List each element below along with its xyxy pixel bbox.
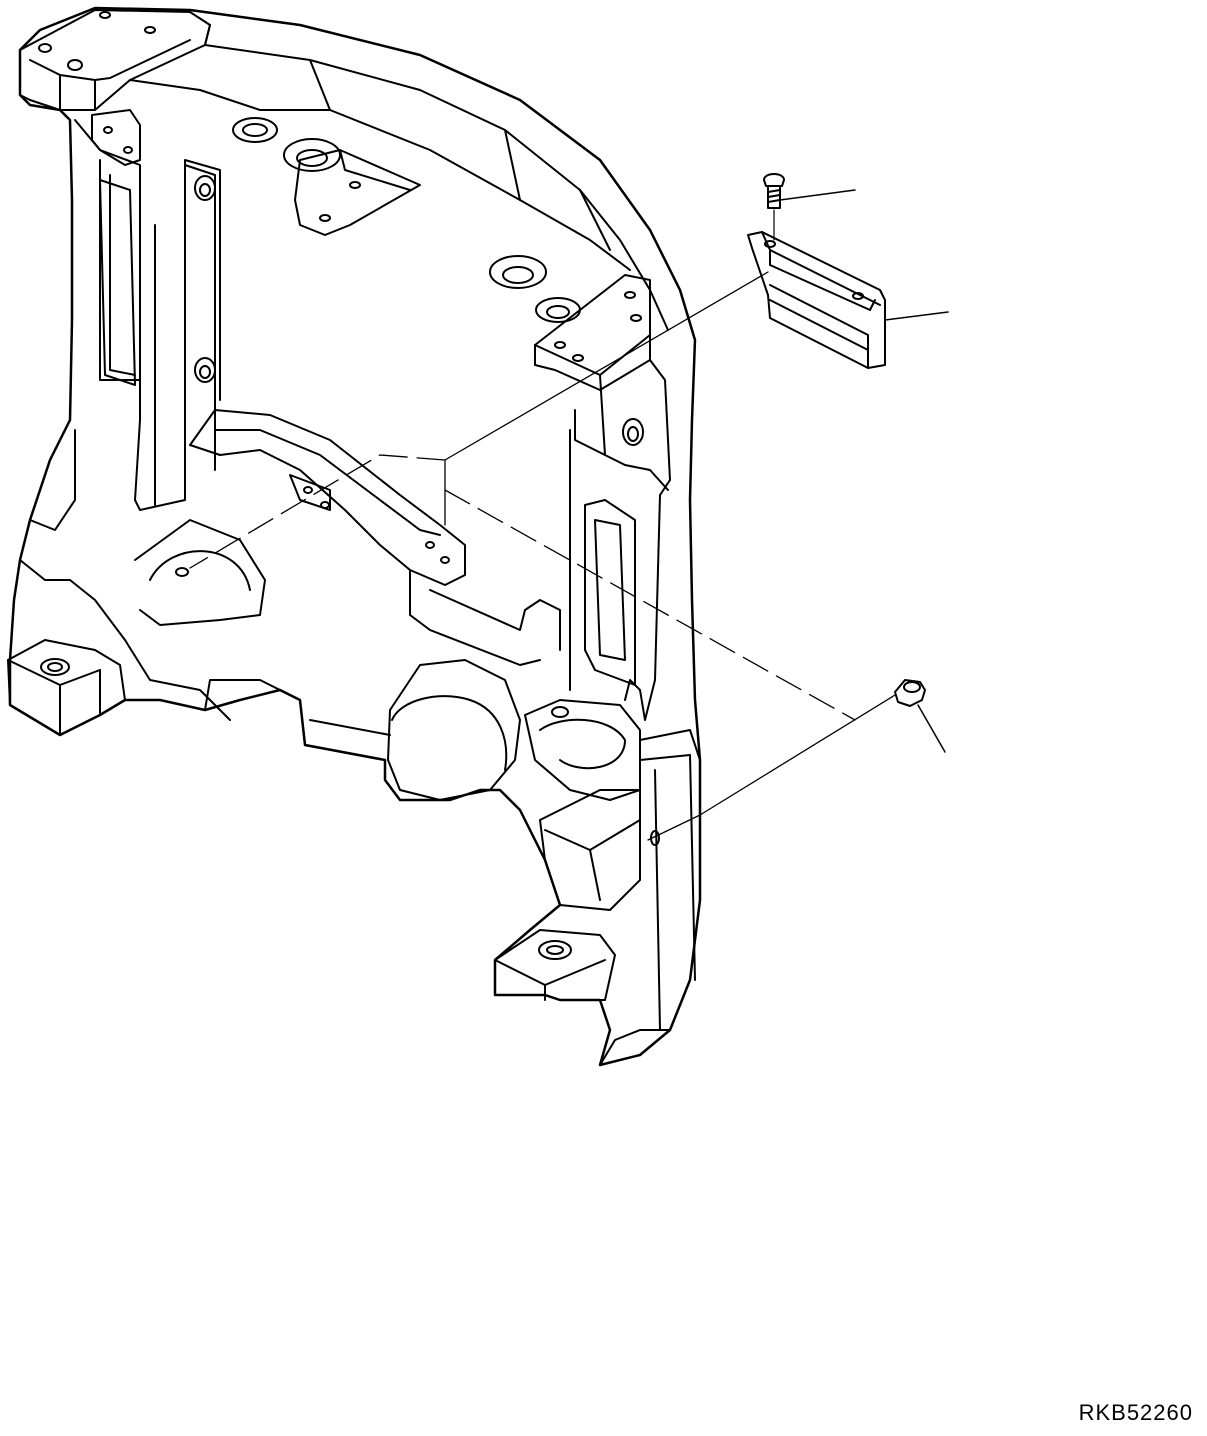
bracket-assembly-dashed [190, 455, 445, 568]
beam-hole [233, 118, 277, 142]
plug [895, 680, 945, 752]
assembly-lines [190, 272, 895, 840]
bolt-hole [68, 60, 82, 70]
upper-plate [295, 150, 420, 235]
bolt-hole [145, 27, 155, 33]
post-bolt [195, 358, 215, 382]
right-post [625, 360, 670, 720]
plug-assembly-dashed [445, 490, 855, 720]
right-top-pad [535, 275, 650, 390]
right-post-bolt [623, 419, 643, 445]
lower-left-foot [8, 640, 125, 735]
bracket [748, 232, 948, 368]
screw [764, 174, 855, 240]
bracket-assembly-line [445, 272, 768, 525]
bolt-hole [100, 12, 110, 18]
drawing-reference-code: RKB52260 [1078, 1400, 1193, 1425]
center-boss [388, 660, 520, 800]
screw-head [764, 174, 784, 186]
left-post [75, 120, 220, 510]
top-left-pad [20, 10, 210, 110]
beam-hole [490, 256, 546, 288]
lower-right-leg [540, 790, 640, 910]
plug-leader [918, 705, 945, 752]
beam-hole [284, 139, 340, 171]
bracket-body [748, 232, 885, 368]
plug-body [895, 680, 925, 706]
bottom-foot [495, 930, 615, 1000]
plug-assembly-line [648, 695, 895, 840]
counterweight-frame [8, 8, 700, 1065]
bracket-leader [885, 312, 948, 320]
bolt-hole [39, 44, 51, 52]
cross-member [190, 410, 465, 585]
post-bolt [195, 176, 215, 200]
screw-leader [780, 190, 855, 200]
